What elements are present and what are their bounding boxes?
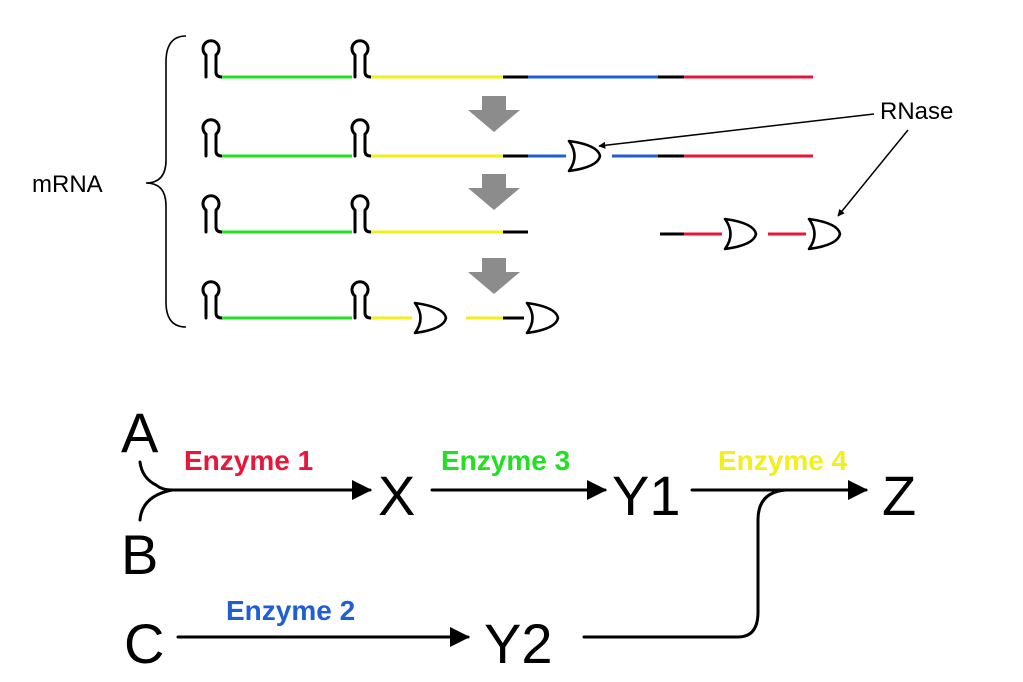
rnase-icon bbox=[413, 301, 448, 335]
mrna-brace bbox=[145, 35, 187, 328]
hairpin-2b bbox=[350, 118, 373, 158]
reaction-arrow-y2-merge bbox=[582, 488, 788, 639]
hairpin-2a bbox=[201, 118, 224, 158]
hairpin-4b bbox=[350, 280, 373, 320]
rnase-icon bbox=[807, 217, 842, 251]
rnase-icon bbox=[567, 139, 602, 173]
rnase-pointer-arrow bbox=[598, 113, 875, 149]
reaction-arrow-b-merge bbox=[138, 488, 174, 522]
node-x: X bbox=[378, 464, 415, 527]
hairpin-3b bbox=[350, 194, 373, 234]
hairpin-1a bbox=[201, 39, 224, 79]
enzyme-3-label: Enzyme 3 bbox=[441, 445, 570, 476]
enzyme-1-label: Enzyme 1 bbox=[184, 445, 313, 476]
step-arrow-down-icon bbox=[468, 174, 520, 210]
step-arrow-down-icon bbox=[468, 258, 520, 294]
node-z: Z bbox=[882, 464, 916, 527]
hairpin-3a bbox=[201, 194, 224, 234]
node-a: A bbox=[121, 401, 159, 464]
rnase-pointer-arrow bbox=[837, 129, 909, 217]
node-y2: Y2 bbox=[484, 612, 553, 675]
hairpin-4a bbox=[201, 280, 224, 320]
mrna-row-1 bbox=[201, 39, 813, 79]
mrna-row-3 bbox=[201, 194, 842, 251]
mrna-label: mRNA bbox=[32, 171, 103, 198]
node-c: C bbox=[124, 612, 164, 675]
node-b: B bbox=[121, 523, 158, 586]
enzyme-4-label: Enzyme 4 bbox=[718, 445, 848, 476]
rnase-icon bbox=[525, 301, 560, 335]
step-arrow-down-icon bbox=[468, 96, 520, 132]
hairpin-1b bbox=[350, 39, 373, 79]
node-y1: Y1 bbox=[612, 464, 681, 527]
pathway-panel: A B X Y1 Z C Y2 Enzyme 1 Enzyme 3 Enzyme… bbox=[121, 401, 916, 675]
enzyme-2-label: Enzyme 2 bbox=[226, 595, 355, 626]
mrna-row-2 bbox=[201, 118, 813, 173]
rnase-label: RNase bbox=[880, 98, 953, 125]
mrna-panel: mRNA bbox=[32, 35, 953, 335]
rnase-icon bbox=[723, 217, 758, 251]
mrna-row-4 bbox=[201, 280, 560, 335]
